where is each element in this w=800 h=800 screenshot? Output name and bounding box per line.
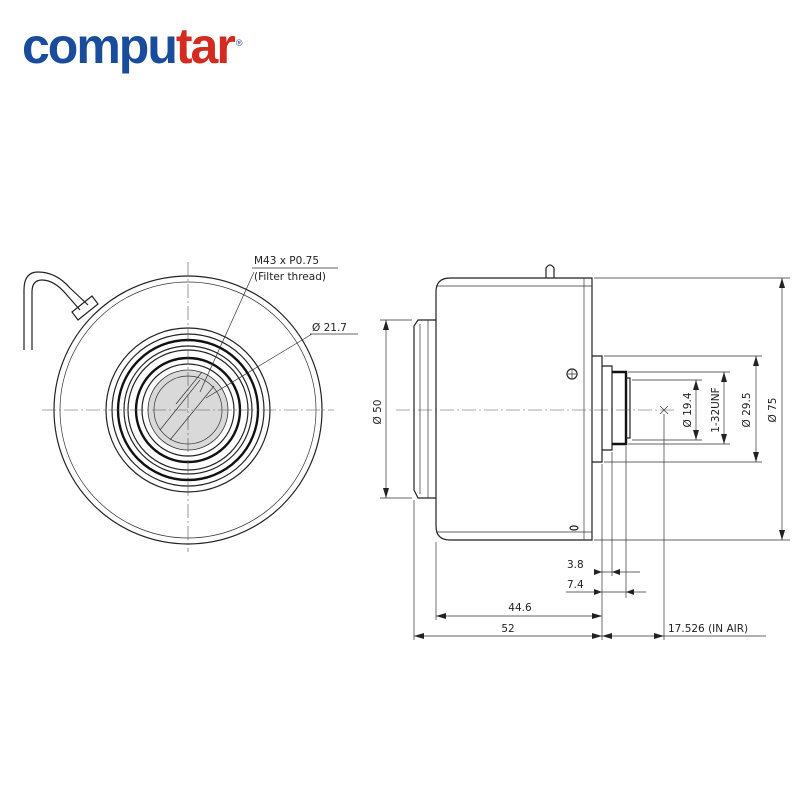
front-cable-collar [71, 295, 99, 321]
diameter-21-7-label: Ø 21.7 [312, 322, 347, 334]
side-screw-slot [568, 370, 576, 378]
diameter-19-4-label: Ø 19.4 [682, 392, 694, 427]
front-cable [23, 271, 89, 350]
diameter-19-4-arrow-bottom [693, 430, 699, 440]
diameter-29-5-label: Ø 29.5 [741, 393, 753, 428]
filter-thread-leader [199, 271, 255, 393]
length-44-6-arrow-right [592, 613, 602, 619]
side-front-ring [413, 319, 436, 499]
side-mount-thread [612, 370, 628, 446]
computar-logo: computar ® [22, 16, 242, 76]
filter-thread-spec-label: M43 x P0.75 [254, 255, 319, 267]
thread-arrow-bottom [721, 434, 727, 444]
length-7-4-label: 7.4 [567, 579, 584, 591]
length-3-8-arrow-left [594, 569, 602, 575]
back-focus-label: 17.526 (IN AIR) [668, 623, 748, 635]
logo-wordmark-main: compu [22, 18, 178, 74]
back-focus-arrow-right [654, 633, 664, 639]
diameter-75-label: Ø 75 [767, 398, 779, 423]
side-view: Ø 50 Ø 75 Ø 29.5 1-32UNF Ø 19.4 [372, 264, 790, 640]
back-focus-arrow-left [602, 633, 612, 639]
diameter-29-5-arrow-bottom [753, 452, 759, 462]
diameter-50-arrow-top [383, 320, 389, 330]
diameter-19-4-arrow-top [693, 380, 699, 390]
length-44-6-label: 44.6 [508, 602, 532, 614]
focal-point-mark [659, 405, 669, 415]
filter-thread-note-label: (Filter thread) [254, 271, 326, 283]
length-44-6-arrow-left [436, 613, 446, 619]
side-top-pin [545, 264, 555, 278]
length-7-4-arrow-right [626, 589, 634, 595]
side-main-body [435, 277, 593, 541]
length-52-arrow-right [592, 633, 602, 639]
side-mount-rear [626, 377, 631, 439]
side-mount-step [592, 355, 603, 463]
diameter-50-label: Ø 50 [372, 400, 384, 425]
side-mount-flange [602, 365, 613, 451]
front-glass-glare [159, 371, 215, 441]
diameter-21-7-leader [205, 333, 313, 399]
diameter-29-5-arrow-top [753, 356, 759, 366]
diameter-50-arrow-bottom [383, 488, 389, 498]
length-3-8-label: 3.8 [567, 559, 584, 571]
diameter-75-arrow-bottom [779, 530, 785, 540]
front-view: M43 x P0.75 (Filter thread) Ø 21.7 [23, 255, 358, 552]
length-52-label: 52 [501, 623, 514, 635]
length-52-arrow-left [414, 633, 424, 639]
logo-wordmark-accent: tar [175, 18, 236, 74]
thread-1-32unf-label: 1-32UNF [710, 387, 722, 432]
side-screw [566, 368, 578, 380]
logo-wordmark: computar [22, 16, 236, 76]
length-3-8-arrow-right [612, 569, 620, 575]
length-7-4-arrow-left [594, 589, 602, 595]
diameter-75-arrow-top [779, 278, 785, 288]
thread-arrow-top [721, 372, 727, 382]
front-cable-inner [31, 279, 81, 350]
registered-mark: ® [235, 38, 243, 48]
side-bottom-hole [569, 525, 579, 531]
